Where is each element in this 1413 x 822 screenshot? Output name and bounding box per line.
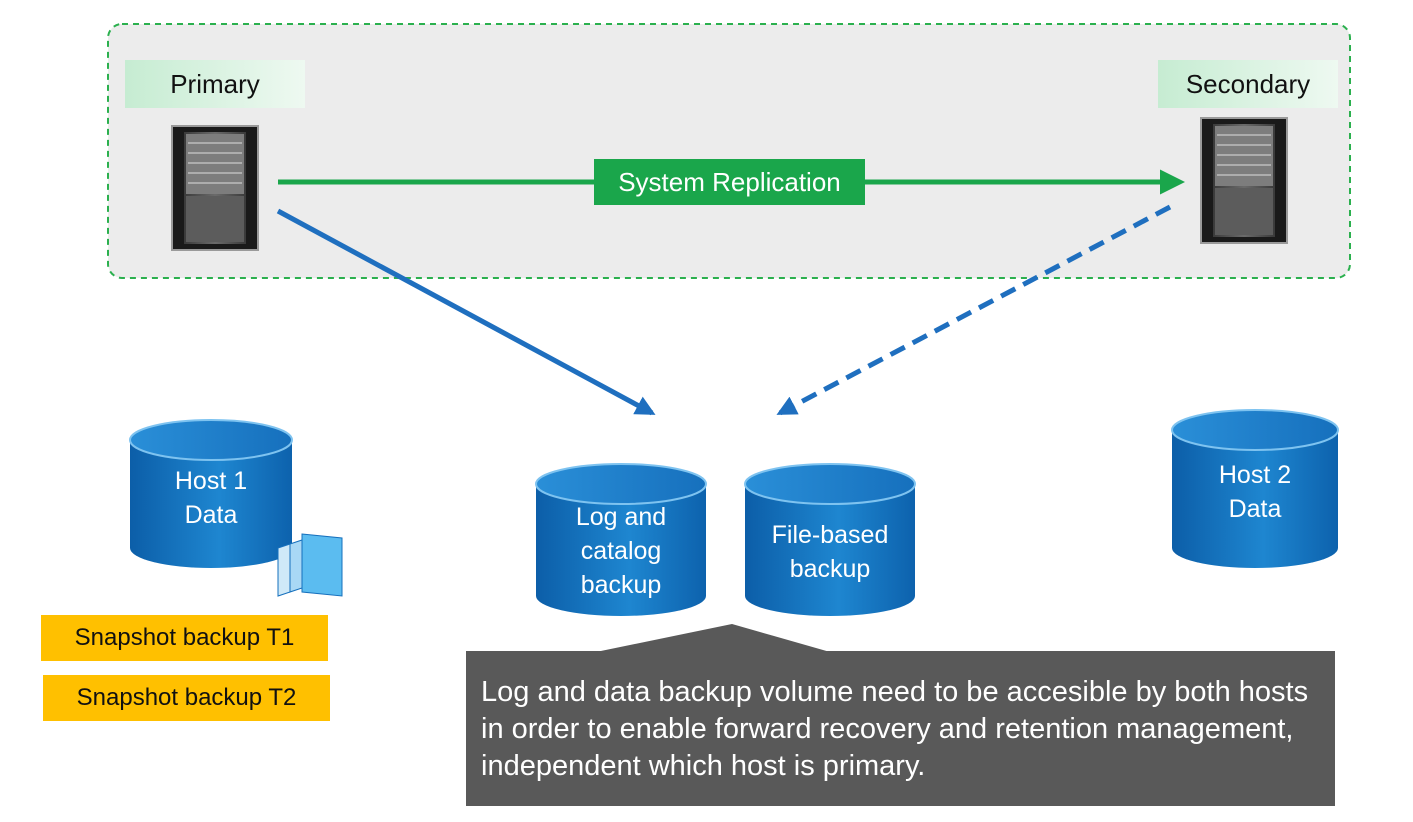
host1-data-label: Host 1 Data	[174, 467, 248, 529]
log-catalog-backup-label: Log and catalog backup	[575, 503, 667, 599]
host2-data-label: Host 2 Data	[1218, 461, 1292, 523]
file-based-backup-label: File-based backup	[771, 521, 889, 583]
host1-data-volume-icon	[129, 419, 293, 568]
log-catalog-backup-volume-icon	[535, 463, 707, 616]
snapshot-backup-t2-label: Snapshot backup T2	[43, 675, 330, 721]
snapshot-pages-icon	[277, 533, 343, 597]
host2-data-volume-icon	[1171, 409, 1339, 568]
file-based-backup-volume-icon	[744, 463, 916, 616]
callout-text: Log and data backup volume need to be ac…	[481, 676, 1309, 782]
callout-box	[466, 624, 1335, 806]
system-replication-label: System Replication	[594, 159, 865, 205]
primary-label: Primary	[125, 60, 305, 108]
primary-backup-arrow	[276, 208, 656, 416]
primary-server-icon	[171, 125, 259, 251]
secondary-label: Secondary	[1158, 60, 1338, 108]
secondary-server-icon	[1200, 117, 1288, 244]
snapshot-backup-t1-label: Snapshot backup T1	[41, 615, 328, 661]
replication-cluster-region	[107, 23, 1351, 279]
